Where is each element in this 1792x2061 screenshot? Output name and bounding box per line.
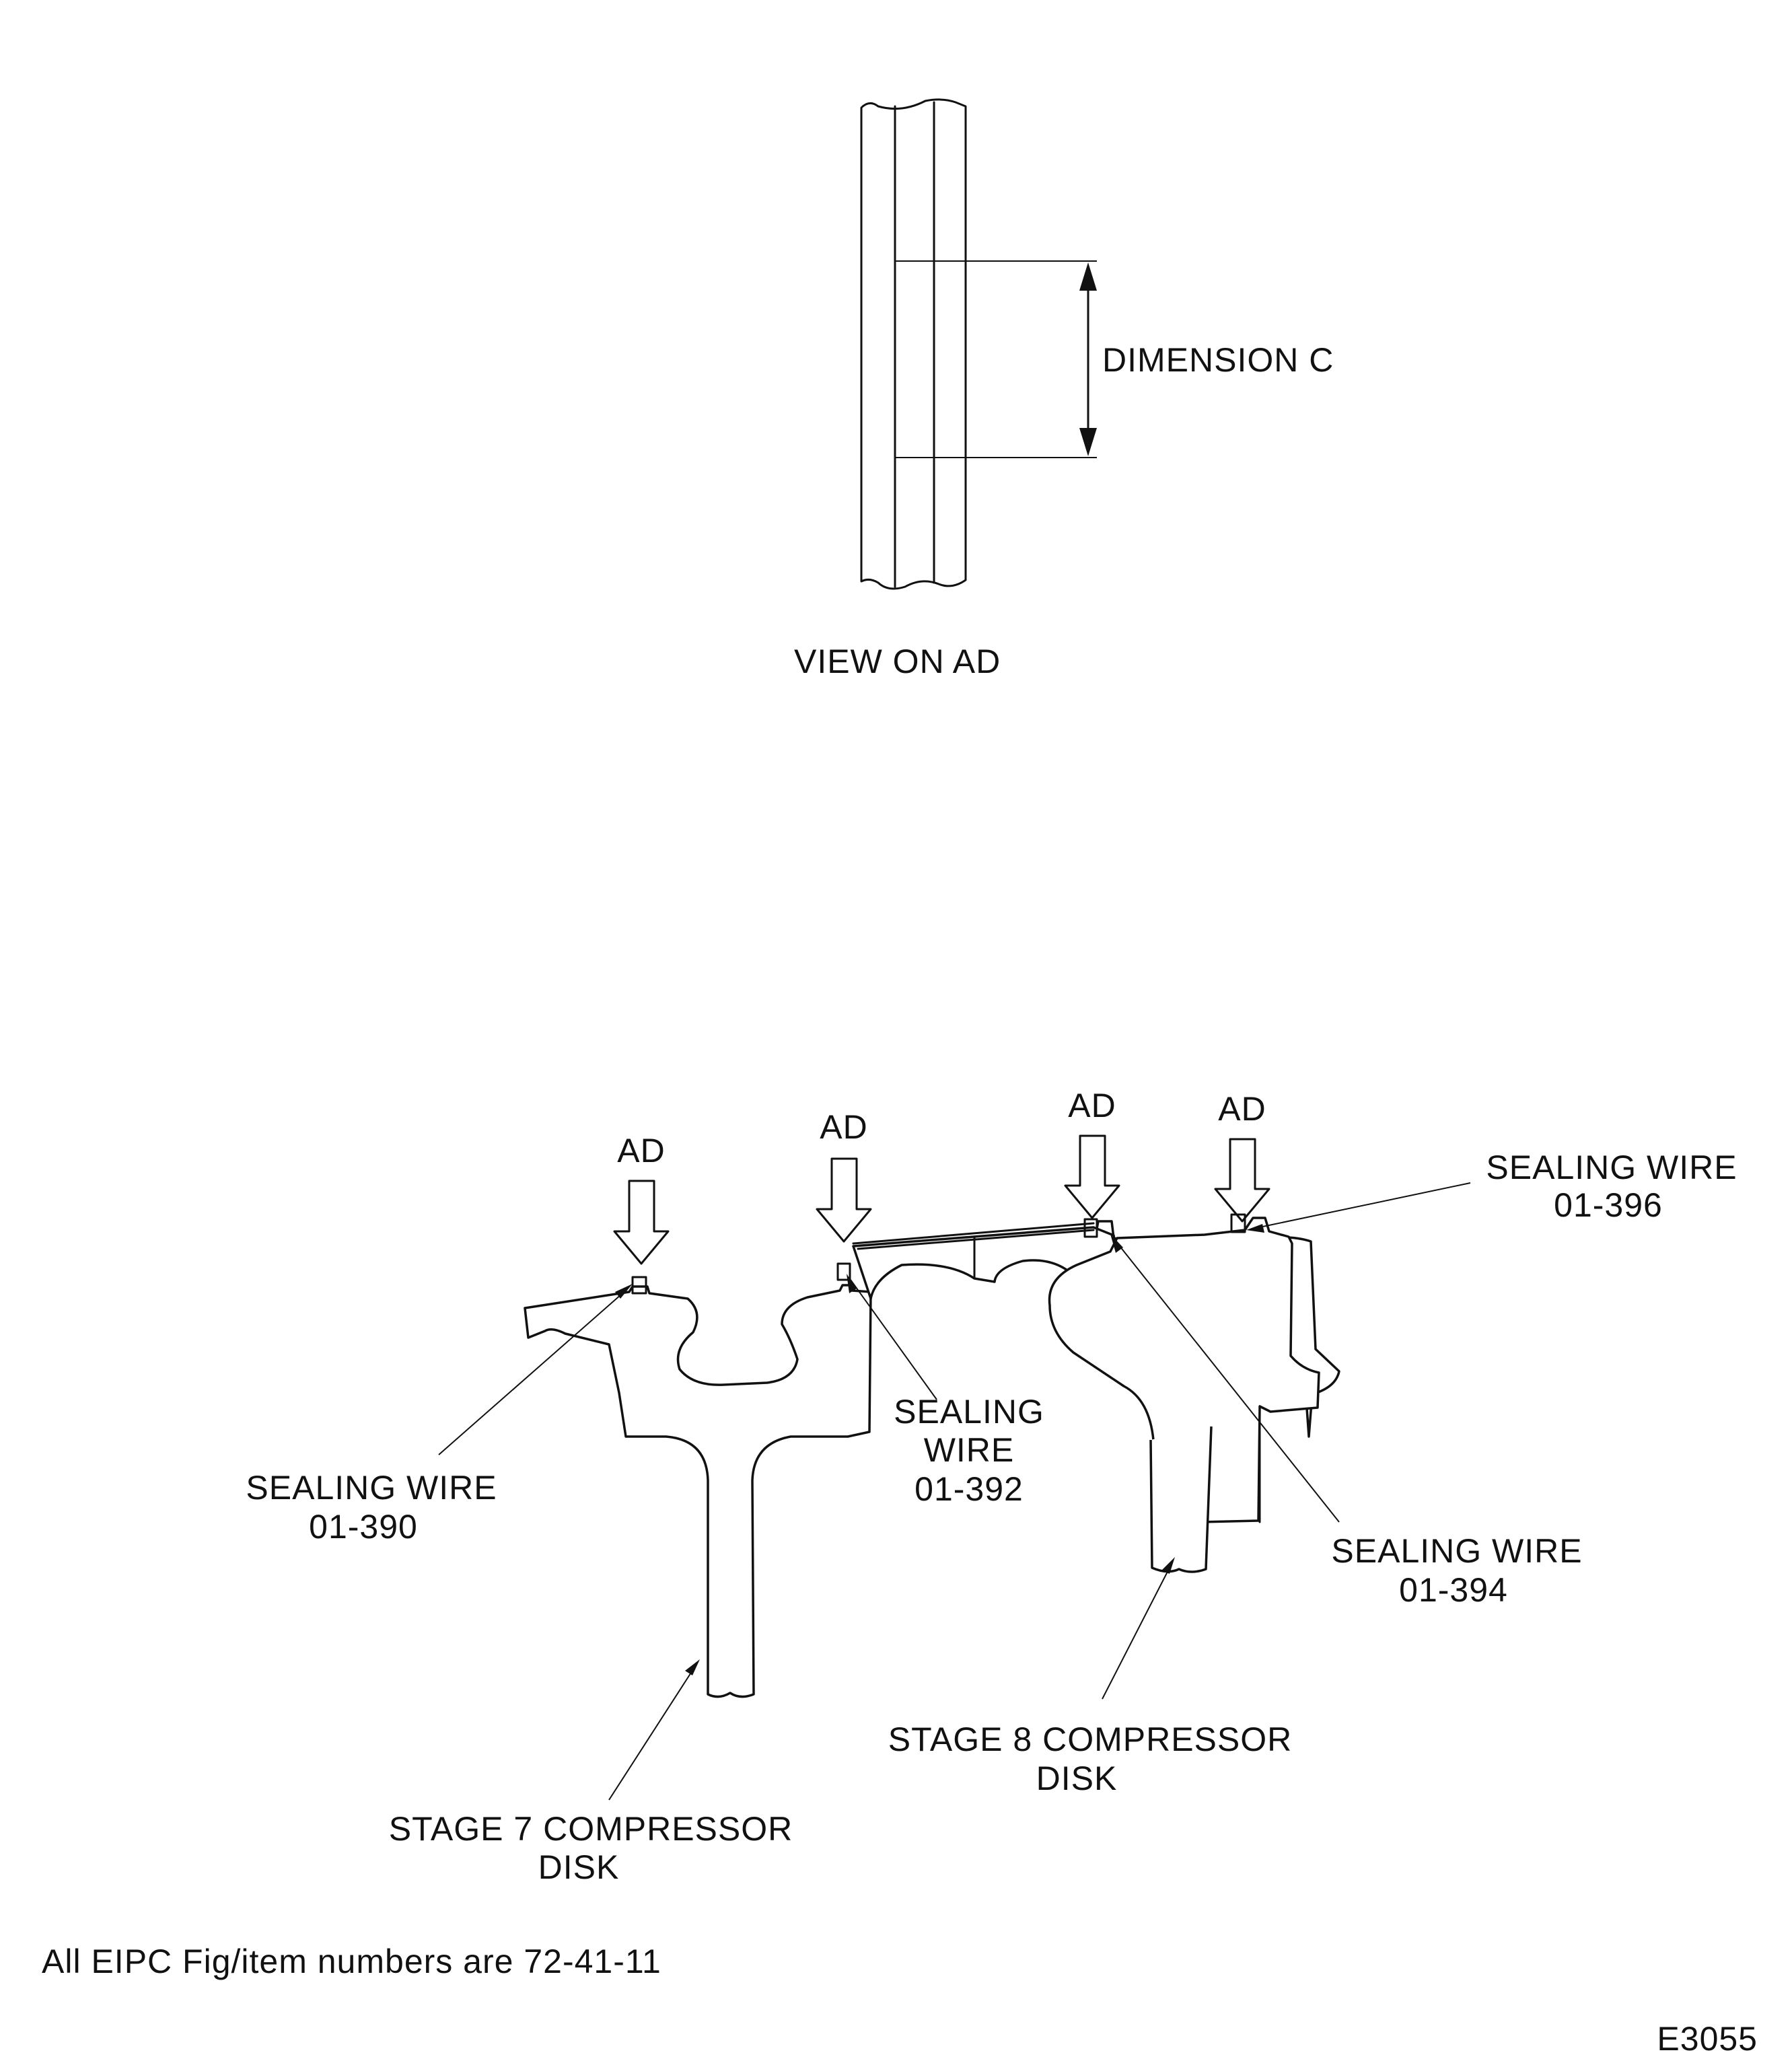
sealing-wire-396-marker: [1230, 1213, 1246, 1233]
leader-stage-7: [608, 1667, 695, 1801]
leader-stage-8-arrow-icon: [1161, 1557, 1175, 1574]
callout-line: STAGE 7 COMPRESSOR: [389, 1810, 793, 1848]
callout-line: STAGE 8 COMPRESSOR: [888, 1721, 1293, 1758]
ad-arrow-2: AD: [816, 1108, 872, 1243]
ad-arrow-3: AD: [1064, 1087, 1120, 1219]
view-caption: VIEW ON AD: [794, 643, 1001, 680]
dimension-c-label: DIMENSION C: [1102, 341, 1334, 379]
ad-arrow-label: AD: [820, 1108, 867, 1146]
ad-arrow-4: AD: [1214, 1090, 1270, 1223]
callout-line: DISK: [538, 1848, 620, 1886]
leader-396-arrow-icon: [1246, 1224, 1264, 1233]
sealing-wire-390-marker: [631, 1276, 647, 1295]
callout-line: SEALING WIRE: [246, 1469, 497, 1507]
stage-7-disk: [524, 1262, 872, 1698]
leader-394-arrow-icon: [1110, 1234, 1123, 1253]
stage-8-spacer-top: [852, 1222, 1095, 1245]
leader-390-arrow-icon: [615, 1284, 633, 1299]
stage-8-right-flange: [1048, 1217, 1320, 1523]
leader-392-arrow-icon: [847, 1274, 857, 1293]
stage-8-disk: [852, 1213, 1340, 1573]
leader-stage-8: [1102, 1564, 1172, 1700]
dimension-arrow-up-icon: [1079, 262, 1097, 291]
down-arrow-icon: [1214, 1138, 1270, 1223]
callout-sealing-wire-392: SEALING WIRE 01-392: [894, 1393, 1044, 1508]
leader-lines: [438, 1182, 1471, 1801]
leader-396: [1252, 1182, 1471, 1229]
sealing-wire-394-marker: [1083, 1218, 1098, 1238]
stage-7-disk-outline: [524, 1284, 872, 1698]
down-arrow-icon: [816, 1157, 872, 1243]
callout-labels: SEALING WIRE 01-390 SEALING WIRE 01-392 …: [246, 1149, 1737, 1886]
ad-arrow-label: AD: [1218, 1090, 1266, 1128]
leader-394: [1114, 1239, 1340, 1523]
view-on-ad-detail: DIMENSION C VIEW ON AD: [794, 98, 1334, 680]
dimension-arrow-down-icon: [1079, 428, 1097, 456]
callout-line: WIRE: [924, 1431, 1015, 1469]
callout-stage-8-disk: STAGE 8 COMPRESSOR DISK: [888, 1721, 1293, 1797]
callout-line: 01-396: [1554, 1186, 1663, 1224]
callout-line: SEALING WIRE: [1331, 1532, 1582, 1570]
callout-line: SEALING: [894, 1393, 1044, 1431]
view-bar-outline: [860, 98, 967, 590]
stage-8-web: [1149, 1426, 1213, 1573]
callout-line: SEALING WIRE: [1486, 1149, 1737, 1186]
eipc-note: All EIPC Fig/item numbers are 72-41-11: [42, 1943, 661, 1980]
callout-line: DISK: [1036, 1760, 1118, 1797]
callout-line: 01-392: [915, 1470, 1024, 1508]
ad-arrow-label: AD: [617, 1132, 665, 1169]
callout-sealing-wire-390: SEALING WIRE 01-390: [246, 1469, 497, 1546]
callout-line: 01-394: [1399, 1571, 1508, 1609]
callout-sealing-wire-396: SEALING WIRE 01-396: [1486, 1149, 1737, 1224]
ad-arrow-1: AD: [613, 1132, 670, 1265]
leader-390: [438, 1289, 628, 1455]
leader-stage-7-arrow-icon: [685, 1659, 700, 1675]
down-arrow-icon: [613, 1180, 670, 1265]
callout-sealing-wire-394: SEALING WIRE 01-394: [1331, 1532, 1582, 1609]
leader-392: [850, 1279, 937, 1400]
down-arrow-icon: [1064, 1134, 1120, 1219]
callout-line: 01-390: [309, 1508, 418, 1546]
sealing-wire-392-marker: [836, 1262, 851, 1281]
callout-stage-7-disk: STAGE 7 COMPRESSOR DISK: [389, 1810, 793, 1886]
figure-id: E3055: [1657, 2020, 1758, 2058]
stage-8-spacer-inner: [857, 1229, 1095, 1250]
ad-arrows: AD AD AD AD: [613, 1087, 1270, 1265]
ad-arrow-label: AD: [1068, 1087, 1116, 1124]
